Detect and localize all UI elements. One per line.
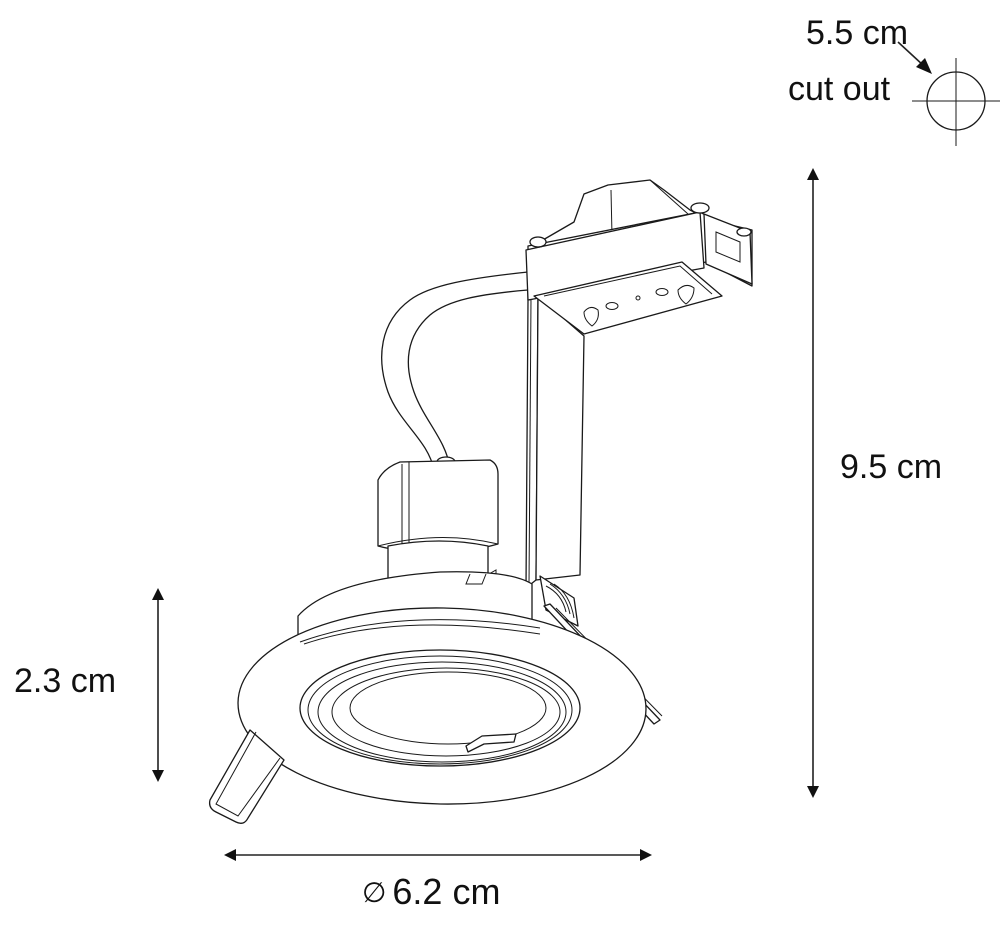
cutout-size-label: 5.5 cm xyxy=(806,14,909,52)
trim-ring xyxy=(237,607,647,805)
depth-dimension-line xyxy=(152,588,164,782)
cutout-label: cut out xyxy=(788,70,891,108)
diameter-label: ∅6.2 cm xyxy=(362,874,500,910)
crosshair-circle-icon xyxy=(912,58,1000,146)
diameter-symbol-icon: ∅ xyxy=(362,877,387,908)
diameter-value: 6.2 cm xyxy=(392,871,501,912)
inner-bezel xyxy=(299,649,581,767)
depth-label: 2.3 cm xyxy=(14,662,117,700)
lamp-socket xyxy=(377,456,499,591)
diameter-dimension-line xyxy=(224,849,652,861)
spring-clip-left xyxy=(208,729,285,824)
junction-box xyxy=(525,179,753,335)
mounting-bracket xyxy=(525,295,585,589)
height-dimension-line xyxy=(807,168,819,798)
cable xyxy=(381,271,529,471)
height-label: 9.5 cm xyxy=(840,448,943,486)
cutout-pointer-arrow xyxy=(897,41,932,74)
